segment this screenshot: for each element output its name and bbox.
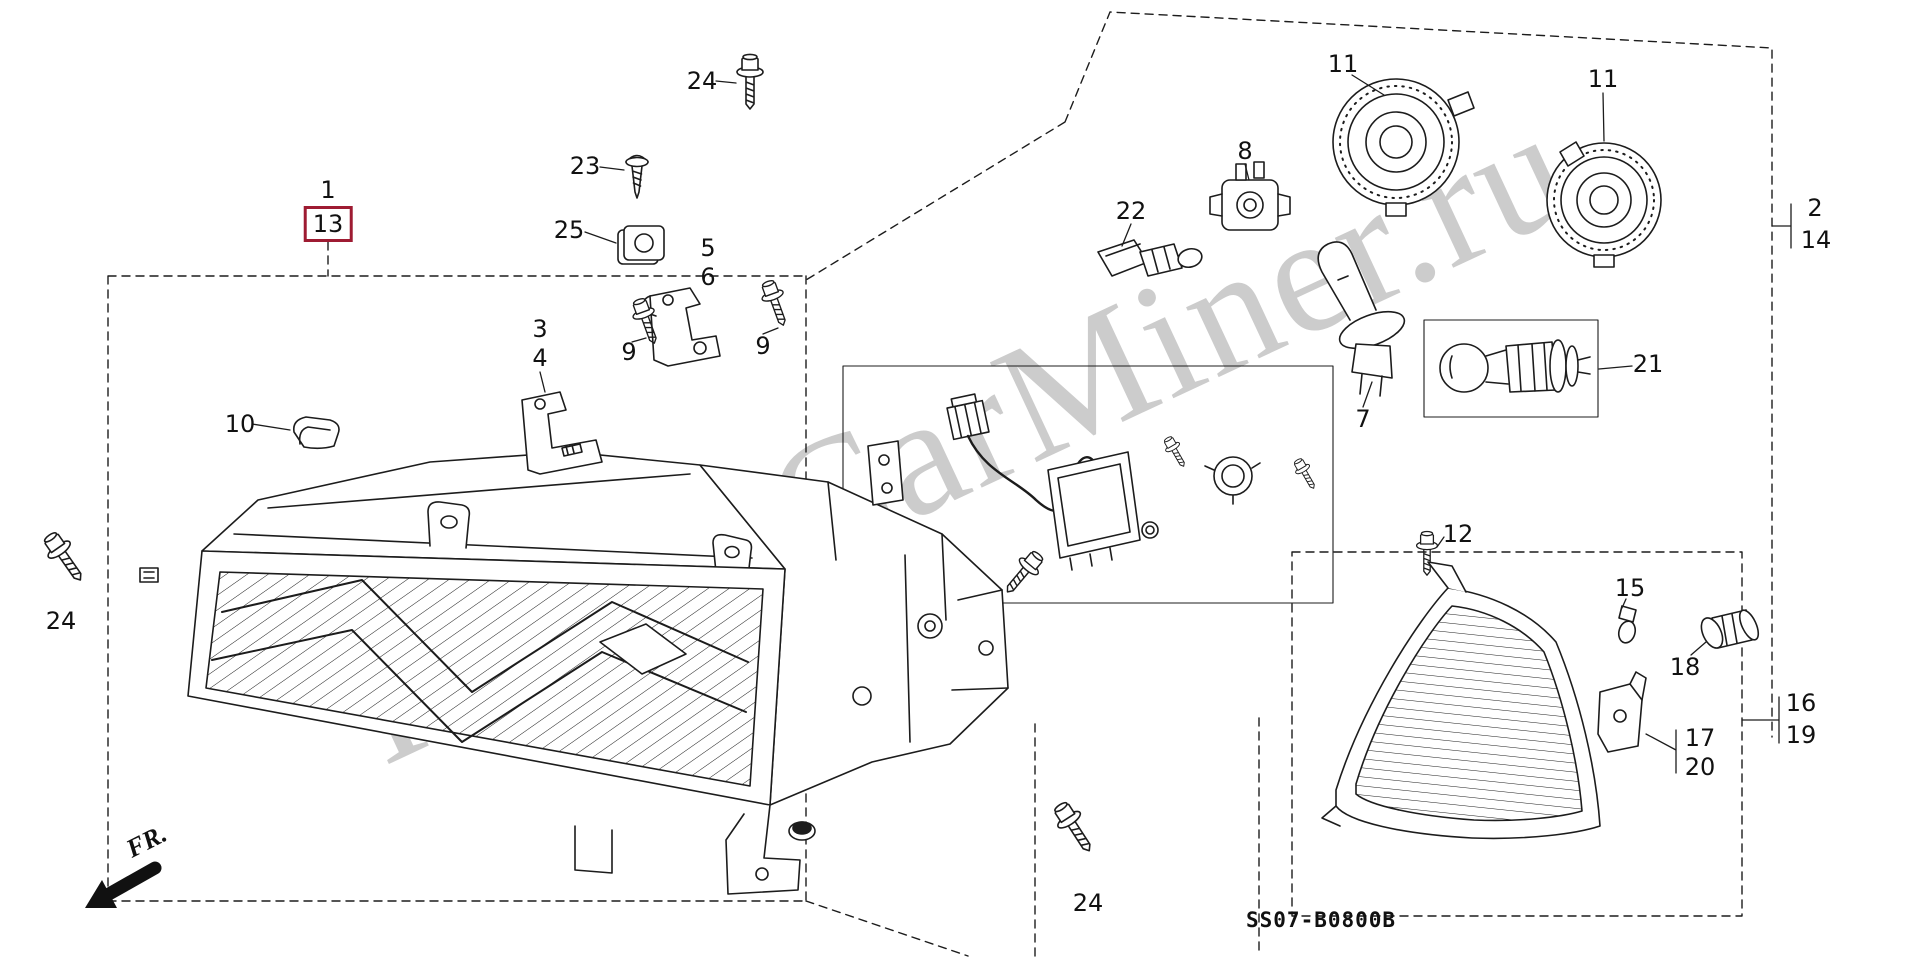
bracket-3-4 (521, 391, 603, 475)
part-label-16[interactable]: 16 (1785, 689, 1817, 717)
small-clip (139, 567, 159, 583)
part-label-14[interactable]: 14 (1800, 226, 1832, 254)
group-boundaries (107, 11, 1773, 957)
part-label-10[interactable]: 10 (224, 410, 256, 438)
nut-25 (617, 225, 665, 265)
part-label-4[interactable]: 4 (532, 344, 548, 372)
part-label-24-top[interactable]: 24 (686, 67, 718, 95)
part-label-25[interactable]: 25 (553, 216, 585, 244)
part-label-12[interactable]: 12 (1442, 520, 1474, 548)
part-label-15[interactable]: 15 (1614, 574, 1646, 602)
part-label-1[interactable]: 1 (320, 176, 336, 204)
part-label-9-left[interactable]: 9 (621, 338, 637, 366)
socket-18 (1700, 609, 1760, 649)
part-label-17[interactable]: 17 (1684, 724, 1716, 752)
part-label-7[interactable]: 7 (1355, 405, 1371, 433)
part-label-2[interactable]: 2 (1807, 194, 1823, 222)
harness-group (788, 393, 1321, 841)
part-label-23[interactable]: 23 (569, 152, 601, 180)
bulb-22 (1097, 239, 1203, 277)
igniter-unit (1047, 451, 1141, 559)
seal-ring-left (1332, 78, 1475, 217)
part-label-3[interactable]: 3 (532, 315, 548, 343)
part-label-19[interactable]: 19 (1785, 721, 1817, 749)
bulb-15 (1617, 605, 1637, 644)
corner-lamp (1321, 561, 1647, 840)
part-label-21[interactable]: 21 (1632, 350, 1664, 378)
part-label-6[interactable]: 6 (700, 263, 716, 291)
leader-lines (251, 74, 1792, 774)
part-label-11-right[interactable]: 11 (1587, 65, 1619, 93)
part-label-9-right[interactable]: 9 (755, 332, 771, 360)
part-label-11-left[interactable]: 11 (1327, 50, 1359, 78)
part-label-13[interactable]: 13 (303, 206, 353, 242)
part-label-24-left[interactable]: 24 (45, 607, 77, 635)
part-label-22[interactable]: 22 (1115, 197, 1147, 225)
clip-10 (292, 416, 340, 450)
part-label-24-bottom[interactable]: 24 (1072, 889, 1104, 917)
headlight-assembly (187, 451, 1009, 895)
part-label-18[interactable]: 18 (1669, 653, 1701, 681)
part-label-5[interactable]: 5 (700, 234, 716, 262)
diagram-code: SS07-B0800B (1246, 908, 1397, 932)
bulb-7 (1317, 241, 1406, 397)
part-label-20[interactable]: 20 (1684, 753, 1716, 781)
bulb-21 (1439, 339, 1591, 393)
bulb-socket-8 (1209, 161, 1291, 231)
seal-ring-right (1546, 141, 1662, 268)
subgroup-boxes (842, 319, 1599, 604)
part-label-8[interactable]: 8 (1237, 137, 1253, 165)
